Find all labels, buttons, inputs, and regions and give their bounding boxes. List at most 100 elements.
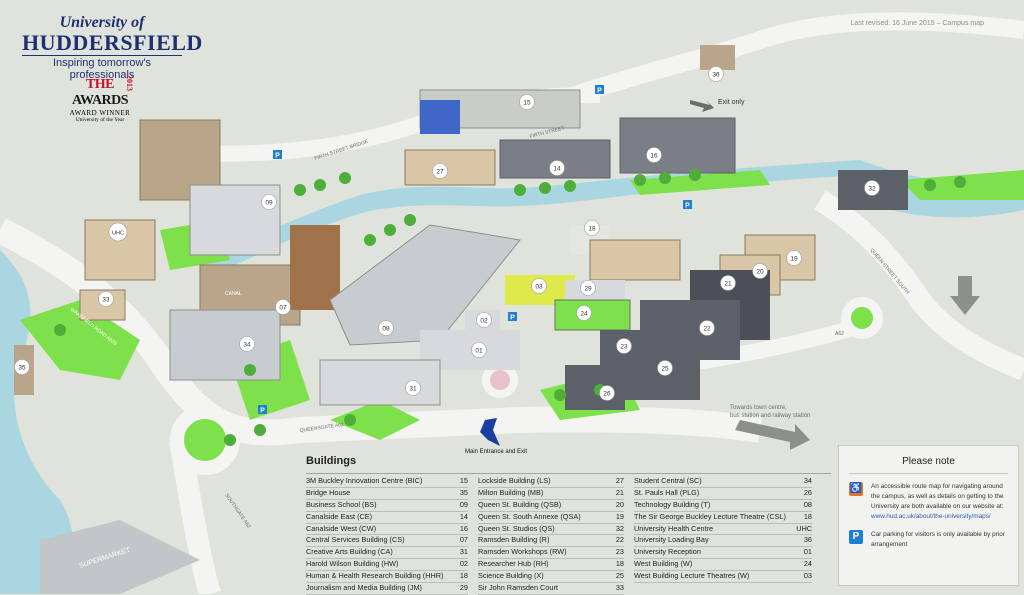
- legend-building-name: Science Building (X): [478, 571, 544, 581]
- accessible-route-note: ♿ An accessible route map for navigating…: [849, 482, 1008, 522]
- building-marker-07[interactable]: 07: [275, 299, 291, 315]
- maps-link[interactable]: www.hud.ac.uk/about/the-university/maps/: [871, 513, 991, 520]
- building-marker-21[interactable]: 21: [720, 275, 736, 291]
- legend-building-name: Queen St. Building (QSB): [478, 499, 562, 509]
- building-marker-32[interactable]: 32: [864, 180, 880, 196]
- building-marker-24[interactable]: 24: [576, 305, 592, 321]
- legend-row: Milton Building (MB)21: [478, 488, 624, 500]
- parking-icon: P: [849, 530, 863, 544]
- building-marker-20[interactable]: 20: [752, 263, 768, 279]
- legend-building-name: Ramsden Building (R): [478, 535, 550, 545]
- building-marker-label: 29: [584, 285, 592, 292]
- building-marker-label: 08: [382, 325, 390, 332]
- building-marker-14[interactable]: 14: [549, 160, 565, 176]
- building-marker-22[interactable]: 22: [699, 320, 715, 336]
- legend-building-name: Canalside West (CW): [306, 523, 377, 533]
- building-marker-29[interactable]: 29: [580, 280, 596, 296]
- legend-building-name: Technology Building (T): [634, 499, 711, 509]
- legend-building-name: Bridge House: [306, 487, 351, 497]
- building-marker-label: 31: [409, 385, 417, 392]
- building-marker-label: 33: [102, 296, 110, 303]
- building-marker-36[interactable]: 36: [708, 66, 724, 82]
- legend-building-name: Lockside Building (LS): [478, 476, 551, 485]
- building-marker-label: 18: [588, 225, 596, 232]
- building-marker-label: 34: [243, 341, 251, 348]
- legend-building-number: 22: [615, 535, 624, 545]
- legend-building-name: University Reception: [634, 547, 701, 557]
- road-top: [557, 12, 1024, 109]
- building-25: [620, 350, 700, 400]
- building-marker-label: 20: [756, 268, 764, 275]
- building-marker-23[interactable]: 23: [616, 338, 632, 354]
- building-marker-label: 15: [523, 99, 531, 106]
- svg-text:P: P: [260, 408, 265, 415]
- building-marker-label: 02: [480, 317, 488, 324]
- award-badge: 2013 THE AWARDS AWARD WINNER University …: [60, 75, 140, 123]
- main-entrance-label: Main Entrance and Exit: [465, 449, 527, 455]
- building-marker-27[interactable]: 27: [432, 163, 448, 179]
- building-08: [329, 224, 521, 346]
- legend-building-name: St. Pauls Hall (PLG): [634, 487, 700, 497]
- building-marker-19[interactable]: 19: [786, 250, 802, 266]
- legend-building-name: The Sir George Buckley Lecture Theatre (…: [634, 511, 786, 521]
- logo-tagline: Inspiring tomorrow's professionals: [22, 55, 182, 81]
- legend-building-number: 36: [803, 535, 812, 545]
- building-marker-02[interactable]: 02: [476, 312, 492, 328]
- university-logo[interactable]: University of HUDDERSFIELD Inspiring tom…: [22, 14, 202, 81]
- legend-building-number: 14: [459, 511, 468, 521]
- building-27: [404, 149, 496, 186]
- legend-building-number: 24: [803, 559, 812, 569]
- building-36: [700, 45, 735, 70]
- building-marker-08[interactable]: 08: [378, 320, 394, 336]
- building-marker-03[interactable]: 03: [531, 278, 547, 294]
- legend-building-name: Creative Arts Building (CA): [306, 547, 393, 557]
- building-marker-label: 24: [580, 310, 588, 317]
- building-marker-34[interactable]: 34: [239, 336, 255, 352]
- building-07-tower: [290, 225, 340, 310]
- building-marker-uhc[interactable]: UHC: [108, 222, 128, 242]
- legend-building-number: 19: [615, 511, 624, 521]
- legend-row: West Building (W)24: [634, 559, 812, 572]
- parking-note: P Car parking for visitors is only avail…: [849, 530, 1008, 550]
- legend-building-number: 18: [803, 511, 812, 521]
- legend-building-name: West Building Lecture Theatres (W): [634, 571, 750, 581]
- legend-building-number: 26: [803, 487, 812, 497]
- legend-building-name: Central Services Building (CS): [306, 535, 405, 545]
- building-marker-label: 16: [650, 152, 658, 159]
- river-left: [0, 250, 90, 594]
- legend-building-number: 29: [459, 583, 468, 593]
- building-marker-31[interactable]: 31: [405, 380, 421, 396]
- building-marker-16[interactable]: 16: [646, 147, 662, 163]
- roundabout-east: [841, 297, 883, 339]
- building-marker-09[interactable]: 09: [261, 194, 277, 210]
- legend-building-number: 27: [615, 476, 624, 485]
- legend-row: St. Pauls Hall (PLG) 26: [634, 488, 812, 500]
- award-year: 2013: [125, 75, 134, 91]
- legend-row: The Sir George Buckley Lecture Theatre (…: [634, 512, 812, 524]
- last-revised: Last revised: 16 June 2015 – Campus map: [850, 20, 984, 27]
- roundabout-centre: [482, 362, 518, 398]
- building-marker-label: 03: [535, 283, 543, 290]
- svg-text:P: P: [510, 315, 515, 322]
- building-marker-18[interactable]: 18: [584, 220, 600, 236]
- a62-label: A62: [835, 331, 844, 337]
- building-marker-26[interactable]: 26: [599, 385, 615, 401]
- legend-building-number: 01: [803, 547, 812, 557]
- building-marker-25[interactable]: 25: [657, 360, 673, 376]
- legend-row: Creative Arts Building (CA)31: [306, 547, 468, 560]
- building-marker-33[interactable]: 33: [98, 291, 114, 307]
- building-marker-15[interactable]: 15: [519, 94, 535, 110]
- canal-label: CANAL: [225, 291, 242, 297]
- building-marker-label: 36: [712, 71, 720, 78]
- building-marker-label: 21: [724, 280, 732, 287]
- legend-row: Business School (BS)09: [306, 500, 468, 512]
- building-16: [619, 117, 736, 174]
- logo-line-1: University of: [59, 14, 145, 31]
- building-24: [554, 299, 631, 331]
- building-marker-35[interactable]: 35: [14, 359, 30, 375]
- building-marker-01[interactable]: 01: [471, 342, 487, 358]
